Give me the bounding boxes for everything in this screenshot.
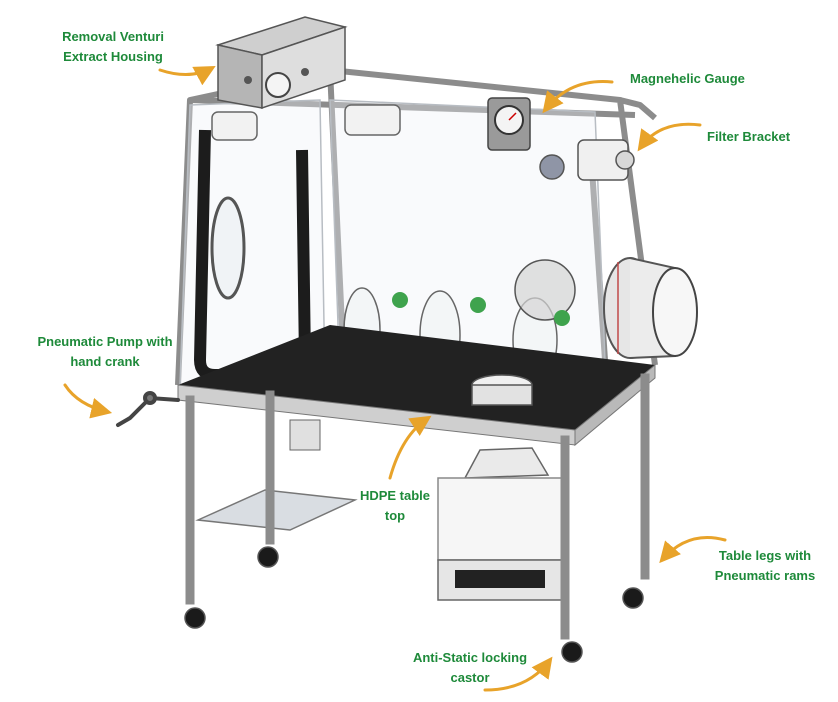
label-magnehelic-gauge: Magnehelic Gauge [630,69,745,89]
sensor-disc [539,154,565,180]
filter-bracket [577,139,635,181]
table-legs [185,373,650,640]
hand-crank [116,391,180,427]
label-venturi-line2: Extract Housing [63,49,163,64]
venturi-housing [215,16,348,110]
arrow-filter [637,122,702,152]
label-filter-bracket: Filter Bracket [707,127,790,147]
hdpe-tabletop [177,325,656,447]
extract-box [437,447,567,601]
callout-arrows [63,65,727,692]
arrow-magnehelic [542,80,614,114]
label-table-legs: Table legs with Pneumatic rams [705,546,825,586]
label-legs-line2: Pneumatic rams [714,568,816,583]
castors [184,546,644,663]
arrow-castor [483,656,553,692]
label-venturi-housing: Removal Venturi Extract Housing [48,27,178,67]
side-filter-cylinder [603,257,698,359]
left-port-window [210,196,246,300]
arrow-legs [659,536,727,564]
label-legs-line1: Table legs with [718,548,812,563]
label-antistatic-castor: Anti-Static locking castor [395,648,545,688]
label-pneumatic-pump: Pneumatic Pump with hand crank [20,332,190,372]
label-hdpe-line1: HDPE table [359,488,431,503]
arrow-venturi [158,65,216,86]
label-filter-line1: Filter Bracket [707,129,791,144]
label-pump-line1: Pneumatic Pump with [37,334,173,349]
label-castor-line1: Anti-Static locking [412,650,528,665]
arrow-hdpe [388,415,432,480]
arrow-pump [63,383,113,419]
label-pump-line2: hand crank [70,354,140,369]
lower-shelf [195,419,358,531]
label-hdpe-tabletop: HDPE table top [350,486,440,526]
label-hdpe-line2: top [384,508,406,523]
magnehelic-gauge [487,97,531,151]
label-castor-line2: castor [450,670,490,685]
label-magnehelic-line1: Magnehelic Gauge [630,71,745,86]
top-rollers [211,104,401,141]
label-venturi-line1: Removal Venturi [62,29,164,44]
